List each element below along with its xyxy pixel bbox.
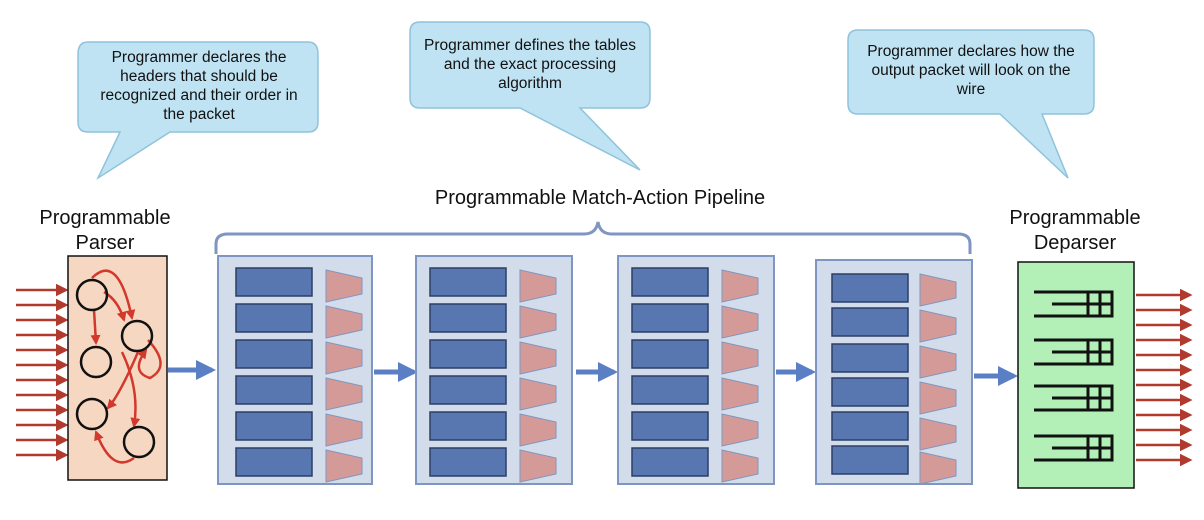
action-unit xyxy=(919,451,957,485)
match-table xyxy=(831,343,909,373)
match-action-stage-1 xyxy=(217,255,373,485)
match-action-stage-4 xyxy=(815,259,973,485)
action-unit xyxy=(919,345,957,379)
parser-callout-text: Programmer declares the headers that sho… xyxy=(100,49,298,123)
match-table xyxy=(631,303,709,333)
output-packet-arrows xyxy=(1136,288,1193,467)
pipeline-label: Programmable Match-Action Pipeline xyxy=(434,187,766,209)
match-table xyxy=(831,307,909,337)
parser-state-node xyxy=(75,397,109,431)
parser-callout-bubble xyxy=(77,41,319,181)
match-table xyxy=(631,267,709,297)
match-table xyxy=(831,377,909,407)
action-unit xyxy=(721,449,759,483)
deparser-callout-bubble xyxy=(847,29,1095,179)
deparser-callout-text: Programmer declares how the output packe… xyxy=(867,43,1075,98)
deparser-label-line1: Programmable xyxy=(1009,207,1141,229)
match-table xyxy=(429,447,507,477)
match-table xyxy=(429,411,507,441)
action-unit xyxy=(519,305,557,339)
packet-buffer-icon xyxy=(1034,434,1114,462)
parser-state-graph xyxy=(75,269,162,464)
pipeline-bracket xyxy=(214,221,972,254)
match-table xyxy=(235,267,313,297)
action-unit xyxy=(721,413,759,447)
match-action-stage-2 xyxy=(415,255,573,485)
match-table xyxy=(631,411,709,441)
parser-state-node xyxy=(75,278,109,312)
match-table xyxy=(235,411,313,441)
match-table xyxy=(429,375,507,405)
pipeline-callout-text: Programmer defines the tables and the ex… xyxy=(424,37,636,92)
match-table xyxy=(631,447,709,477)
pipeline-callout-bubble xyxy=(409,21,651,171)
parser-label-line1: Programmable xyxy=(39,207,171,229)
deparser-buffers xyxy=(1034,290,1114,462)
match-table xyxy=(235,303,313,333)
action-unit xyxy=(721,305,759,339)
action-unit xyxy=(519,269,557,303)
packet-buffer-icon xyxy=(1034,338,1114,366)
parser-state-node xyxy=(122,425,156,459)
match-table xyxy=(831,273,909,303)
match-action-stage-3 xyxy=(617,255,775,485)
action-unit xyxy=(325,413,363,447)
input-packet-arrows xyxy=(16,283,69,462)
match-table xyxy=(831,445,909,475)
parser-label-line2: Parser xyxy=(75,232,135,254)
action-unit xyxy=(519,449,557,483)
action-unit xyxy=(919,309,957,343)
match-table xyxy=(235,339,313,369)
action-unit xyxy=(325,305,363,339)
action-unit xyxy=(325,341,363,375)
deparser-label: Programmable Deparser xyxy=(990,206,1160,256)
match-table xyxy=(631,339,709,369)
parser-state-node xyxy=(79,345,113,379)
packet-buffer-icon xyxy=(1034,384,1114,412)
match-table xyxy=(831,411,909,441)
match-table xyxy=(429,267,507,297)
parser-label: Programmable Parser xyxy=(20,206,190,256)
action-unit xyxy=(919,417,957,451)
match-table xyxy=(429,303,507,333)
parser-box xyxy=(67,255,168,481)
action-unit xyxy=(919,273,957,307)
action-unit xyxy=(325,269,363,303)
action-unit xyxy=(919,381,957,415)
deparser-label-line2: Deparser xyxy=(1033,232,1117,254)
packet-buffer-icon xyxy=(1034,290,1114,318)
action-unit xyxy=(721,377,759,411)
match-table xyxy=(235,447,313,477)
match-table xyxy=(631,375,709,405)
action-unit xyxy=(721,269,759,303)
action-unit xyxy=(325,377,363,411)
action-unit xyxy=(519,413,557,447)
parser-state-node xyxy=(120,319,154,353)
action-unit xyxy=(721,341,759,375)
pipeline-flow-arrows xyxy=(168,360,1018,386)
match-table xyxy=(429,339,507,369)
deparser-box xyxy=(1017,261,1135,489)
action-unit xyxy=(325,449,363,483)
action-unit xyxy=(519,341,557,375)
match-table xyxy=(235,375,313,405)
action-unit xyxy=(519,377,557,411)
